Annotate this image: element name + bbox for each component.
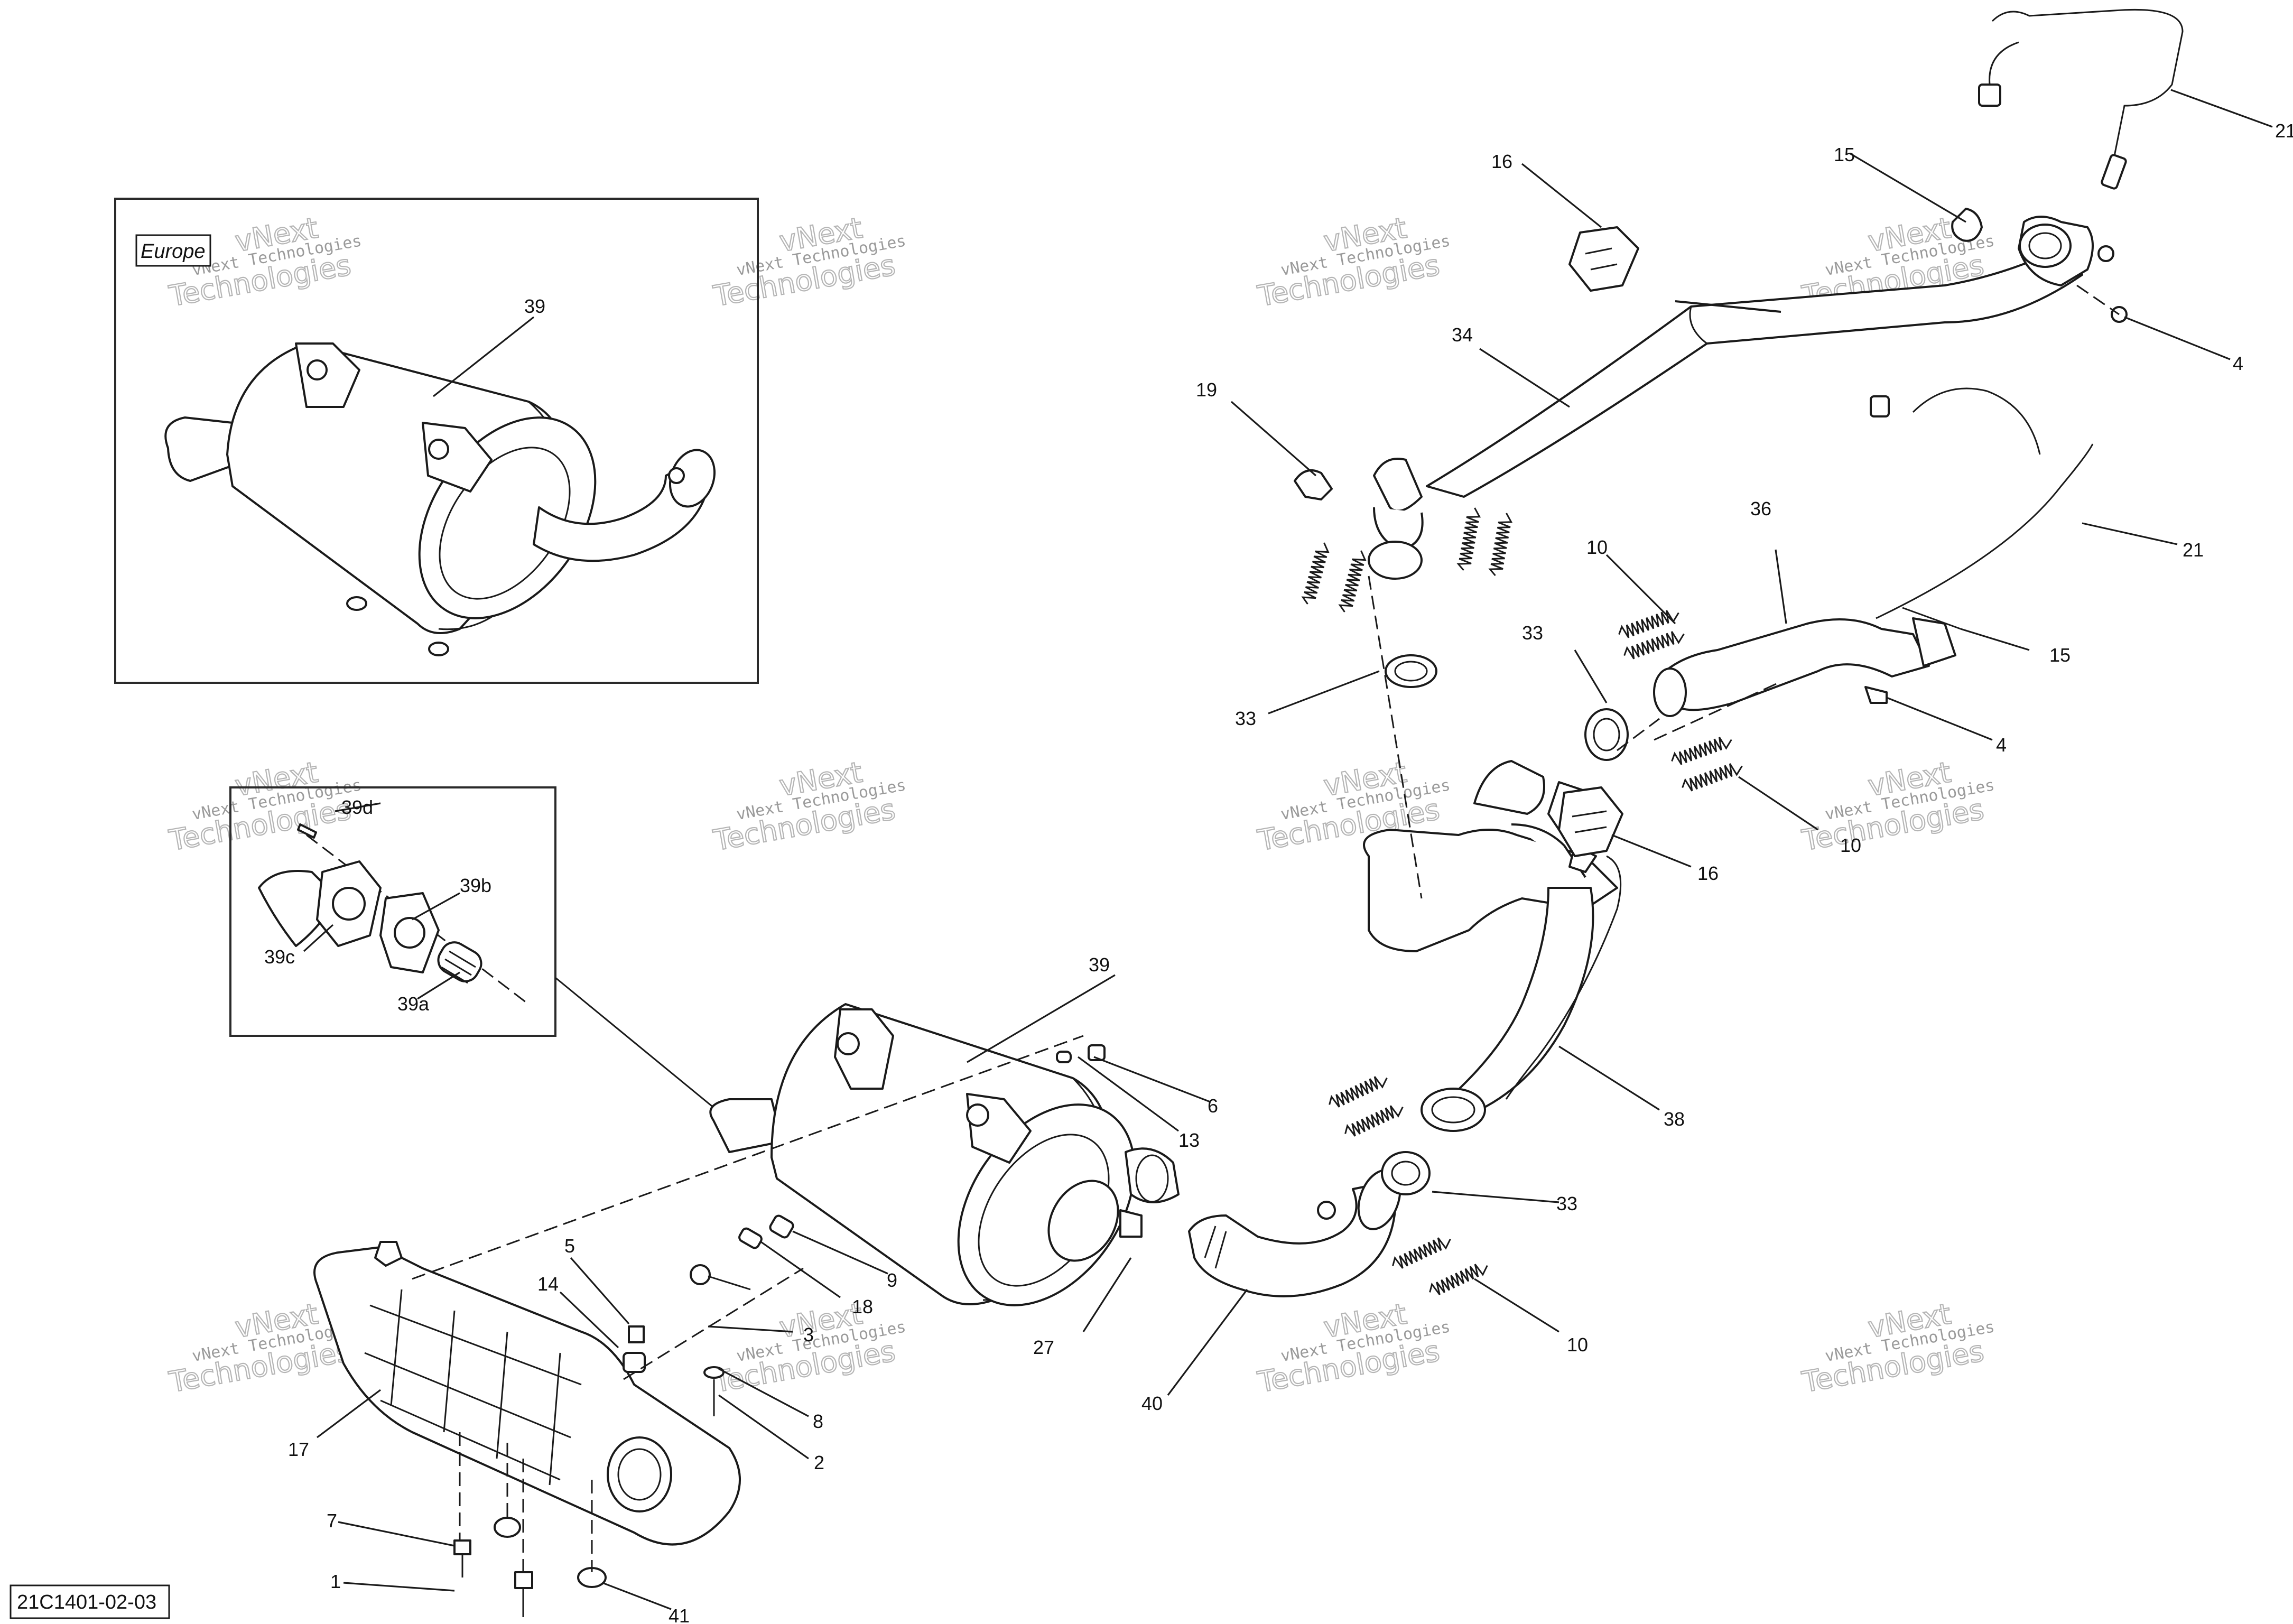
gaskets-drawing [1368, 576, 1781, 1195]
europe-label: Europe [141, 240, 206, 263]
spring [1682, 763, 1743, 792]
callout-17: 17 [288, 1439, 309, 1460]
callout-39d: 39d [341, 796, 373, 818]
spring [1429, 1264, 1488, 1295]
callout-39b: 39b [460, 875, 491, 896]
spring [1623, 631, 1685, 660]
springs-drawing [1301, 507, 1743, 1295]
callout-18: 18 [852, 1296, 873, 1317]
spring [1338, 550, 1367, 613]
callout-19: 19 [1196, 379, 1217, 401]
main-muffler-drawing [709, 1003, 1136, 1306]
pipe-36-drawing [1653, 387, 2094, 717]
callout-15-top: 15 [1834, 144, 1855, 165]
callout-33-c: 33 [1556, 1193, 1577, 1214]
spring [1488, 513, 1513, 577]
callout-38: 38 [1664, 1108, 1685, 1130]
callout-15-mid: 15 [2049, 644, 2071, 666]
spring [1301, 542, 1330, 605]
callout-34: 34 [1452, 324, 1473, 346]
europe-inset: Europe [114, 198, 759, 684]
figure-code-box: 21C1401-02-03 [10, 1584, 170, 1619]
callout-21-mid: 21 [2183, 539, 2204, 561]
callout-33-b: 33 [1522, 622, 1543, 644]
spring [1392, 1237, 1451, 1269]
callout-16-mid: 16 [1697, 862, 1719, 884]
spring [1456, 507, 1481, 571]
callout-10-a: 10 [1586, 536, 1608, 558]
callout-21-top: 21 [2275, 120, 2293, 142]
callout-6: 6 [1208, 1095, 1218, 1117]
callout-39a: 39a [397, 993, 430, 1015]
europe-muffler-drawing [164, 342, 716, 656]
spring [1618, 610, 1679, 638]
callout-5: 5 [564, 1235, 575, 1257]
callout-33-a: 33 [1235, 708, 1256, 729]
callout-3: 3 [803, 1324, 814, 1345]
callout-41: 41 [669, 1605, 690, 1624]
spring [1671, 737, 1732, 765]
callout-1: 1 [330, 1571, 341, 1592]
callout-10-c: 10 [1567, 1334, 1588, 1356]
callout-4-top: 4 [2233, 352, 2243, 374]
callout-10-b: 10 [1840, 834, 1861, 856]
callout-labels: 21 15 16 4 34 19 21 36 10 15 33 33 4 10 … [264, 120, 2293, 1624]
callout-39-europe: 39 [524, 295, 545, 317]
europe-label-box [135, 234, 211, 267]
leader-lines [303, 89, 2273, 1610]
callout-27: 27 [1033, 1337, 1054, 1358]
callout-39: 39 [1089, 954, 1110, 976]
callout-13: 13 [1178, 1129, 1200, 1151]
callout-16-top: 16 [1491, 151, 1512, 172]
callout-4-mid: 4 [1996, 734, 2007, 756]
spring [1344, 1105, 1404, 1137]
header-pipe-top [1294, 8, 2184, 580]
callout-40: 40 [1141, 1393, 1163, 1414]
callout-36: 36 [1750, 498, 1771, 519]
callout-39c: 39c [264, 946, 295, 968]
figure-code: 21C1401-02-03 [17, 1591, 156, 1613]
callout-9: 9 [887, 1269, 897, 1291]
heat-shield-drawing [313, 1241, 741, 1546]
callout-14: 14 [537, 1273, 559, 1295]
pipe-38-drawing [1363, 760, 1622, 1132]
hardware-drawing [412, 1035, 1106, 1617]
callout-2: 2 [814, 1452, 824, 1473]
callout-7: 7 [327, 1510, 337, 1532]
callout-8: 8 [813, 1410, 823, 1432]
spring [1329, 1076, 1388, 1108]
